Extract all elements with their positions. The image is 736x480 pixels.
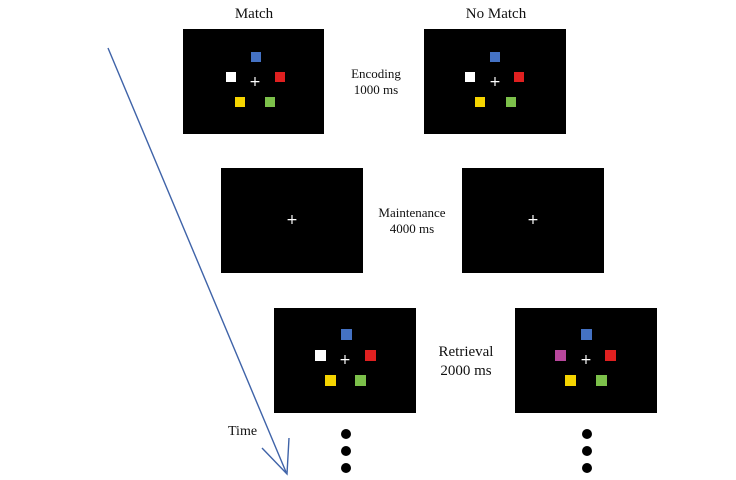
green-square (506, 97, 516, 107)
fixation-cross: + (249, 74, 261, 90)
continuation-dot (341, 463, 351, 473)
encoding-label: Encoding 1000 ms (334, 66, 418, 99)
encoding-name: Encoding (351, 66, 401, 81)
blue-square (490, 52, 500, 62)
fixation-cross: + (580, 352, 592, 368)
retrieval-duration: 2000 ms (440, 362, 492, 379)
retrieval-screen-no-match: + (515, 308, 657, 413)
continuation-dot (341, 429, 351, 439)
encoding-duration: 1000 ms (353, 82, 399, 98)
red-square (365, 350, 376, 361)
maintenance-name: Maintenance (378, 205, 446, 220)
red-square (605, 350, 616, 361)
fixation-cross: + (527, 212, 539, 228)
continuation-dot (341, 446, 351, 456)
fixation-cross: + (489, 74, 501, 90)
retrieval-label: Retrieval 2000 ms (423, 343, 509, 381)
maintenance-screen-match: + (221, 168, 363, 273)
white-square (315, 350, 326, 361)
green-square (355, 375, 366, 386)
continuation-dot (582, 446, 592, 456)
encoding-screen-match: + (183, 29, 324, 134)
blue-square (341, 329, 352, 340)
maintenance-duration: 4000 ms (389, 221, 435, 237)
continuation-dot (582, 429, 592, 439)
yellow-square (475, 97, 485, 107)
magenta-square (555, 350, 566, 361)
yellow-square (325, 375, 336, 386)
retrieval-screen-match: + (274, 308, 416, 413)
green-square (265, 97, 275, 107)
red-square (275, 72, 285, 82)
heading-match: Match (234, 6, 274, 22)
yellow-square (565, 375, 576, 386)
green-square (596, 375, 607, 386)
fixation-cross: + (339, 352, 351, 368)
retrieval-name: Retrieval (438, 344, 494, 360)
heading-no-match: No Match (465, 6, 527, 22)
blue-square (581, 329, 592, 340)
red-square (514, 72, 524, 82)
white-square (226, 72, 236, 82)
continuation-dot (582, 463, 592, 473)
time-arrow-head (261, 437, 290, 476)
encoding-screen-no-match: + (424, 29, 566, 134)
white-square (465, 72, 475, 82)
maintenance-label: Maintenance 4000 ms (366, 205, 458, 238)
yellow-square (235, 97, 245, 107)
blue-square (251, 52, 261, 62)
time-label: Time (228, 424, 258, 439)
fixation-cross: + (286, 212, 298, 228)
time-arrow-shaft (107, 47, 287, 473)
maintenance-screen-no-match: + (462, 168, 604, 273)
